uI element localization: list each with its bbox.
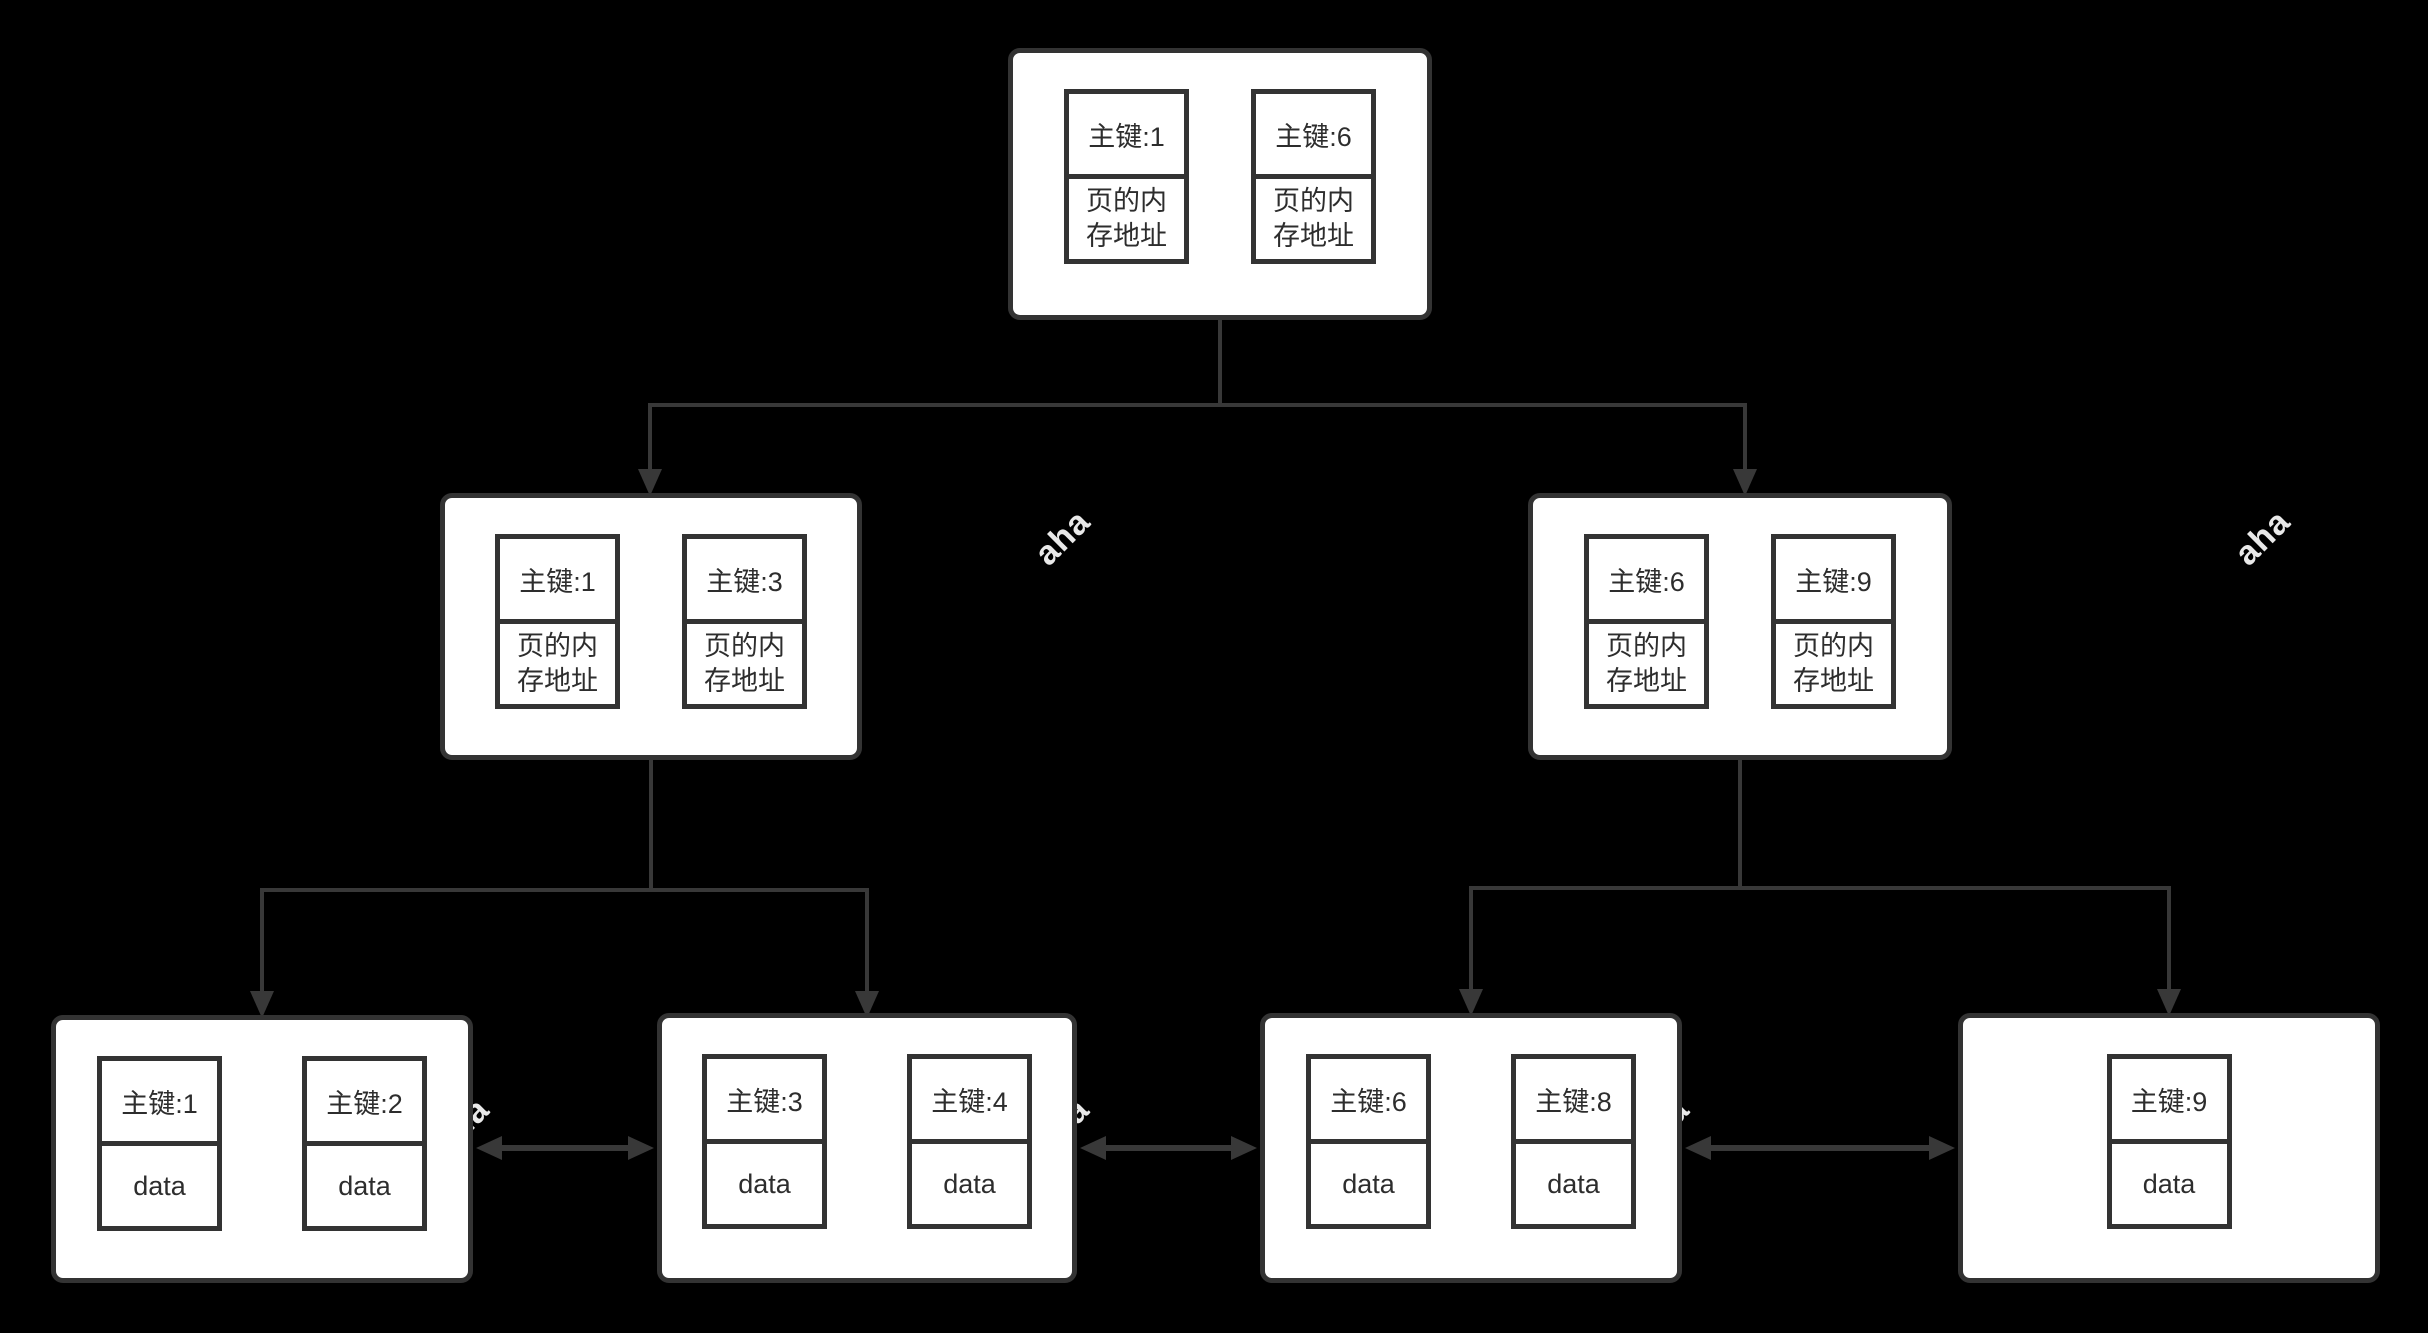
node-internal-right: 主键:6 页的内存地址 主键:9 页的内存地址 bbox=[1528, 493, 1952, 760]
page-address-box: 页的内存地址 bbox=[495, 619, 620, 709]
internal-right-cell-1: 主键:6 页的内存地址 bbox=[1584, 534, 1709, 709]
root-cell-2: 主键:6 页的内存地址 bbox=[1251, 89, 1376, 264]
data-box: data bbox=[907, 1139, 1032, 1229]
page-address-box: 页的内存地址 bbox=[1064, 174, 1189, 264]
node-internal-left: 主键:1 页的内存地址 主键:3 页的内存地址 bbox=[440, 493, 862, 760]
arrowhead-internal-left bbox=[638, 469, 662, 496]
leaf1-cell-1: 主键:1 data bbox=[97, 1056, 222, 1231]
leaf4-cell-1: 主键:9 data bbox=[2106, 1054, 2232, 1229]
leaf2-cell-2: 主键:4 data bbox=[907, 1054, 1032, 1229]
data-box: data bbox=[2106, 1139, 2232, 1229]
page-address-box: 页的内存地址 bbox=[1584, 619, 1709, 709]
leaf3-cell-2: 主键:8 data bbox=[1511, 1054, 1636, 1229]
key-box: 主键:6 bbox=[1584, 534, 1709, 624]
leaf-sibling-links bbox=[476, 1136, 1955, 1160]
key-box: 主键:1 bbox=[495, 534, 620, 624]
page-address-box: 页的内存地址 bbox=[1771, 619, 1896, 709]
leaf1-cell-2: 主键:2 data bbox=[302, 1056, 427, 1231]
internal-right-cell-2: 主键:9 页的内存地址 bbox=[1771, 534, 1896, 709]
key-box: 主键:8 bbox=[1511, 1054, 1636, 1144]
data-box: data bbox=[302, 1141, 427, 1231]
node-leaf-3: 主键:6 data 主键:8 data bbox=[1260, 1013, 1682, 1283]
data-box: data bbox=[1511, 1139, 1636, 1229]
page-address-box: 页的内存地址 bbox=[1251, 174, 1376, 264]
key-box: 主键:9 bbox=[1771, 534, 1896, 624]
key-box: 主键:3 bbox=[682, 534, 807, 624]
root-cell-1: 主键:1 页的内存地址 bbox=[1064, 89, 1189, 264]
key-box: 主键:1 bbox=[1064, 89, 1189, 179]
arrowhead-leaf4 bbox=[2157, 989, 2181, 1016]
key-box: 主键:6 bbox=[1251, 89, 1376, 179]
arrowhead-leaf2 bbox=[855, 991, 879, 1018]
key-box: 主键:1 bbox=[97, 1056, 222, 1146]
node-leaf-1: 主键:1 data 主键:2 data bbox=[51, 1015, 473, 1283]
data-box: data bbox=[97, 1141, 222, 1231]
node-leaf-4: 主键:9 data bbox=[1958, 1013, 2380, 1283]
leaf2-cell-1: 主键:3 data bbox=[702, 1054, 827, 1229]
internal-left-cell-2: 主键:3 页的内存地址 bbox=[682, 534, 807, 709]
key-box: 主键:6 bbox=[1306, 1054, 1431, 1144]
arrowhead-internal-right bbox=[1733, 469, 1757, 496]
key-box: 主键:3 bbox=[702, 1054, 827, 1144]
node-leaf-2: 主键:3 data 主键:4 data bbox=[657, 1013, 1077, 1283]
data-box: data bbox=[702, 1139, 827, 1229]
page-address-box: 页的内存地址 bbox=[682, 619, 807, 709]
data-box: data bbox=[1306, 1139, 1431, 1229]
key-box: 主键:9 bbox=[2106, 1054, 2232, 1144]
arrowheads-down bbox=[250, 469, 2181, 1018]
arrowhead-leaf3 bbox=[1459, 989, 1483, 1016]
key-box: 主键:4 bbox=[907, 1054, 1032, 1144]
leaf3-cell-1: 主键:6 data bbox=[1306, 1054, 1431, 1229]
arrowhead-leaf1 bbox=[250, 991, 274, 1018]
node-root: 主键:1 页的内存地址 主键:6 页的内存地址 bbox=[1008, 48, 1432, 320]
internal-left-cell-1: 主键:1 页的内存地址 bbox=[495, 534, 620, 709]
key-box: 主键:2 bbox=[302, 1056, 427, 1146]
